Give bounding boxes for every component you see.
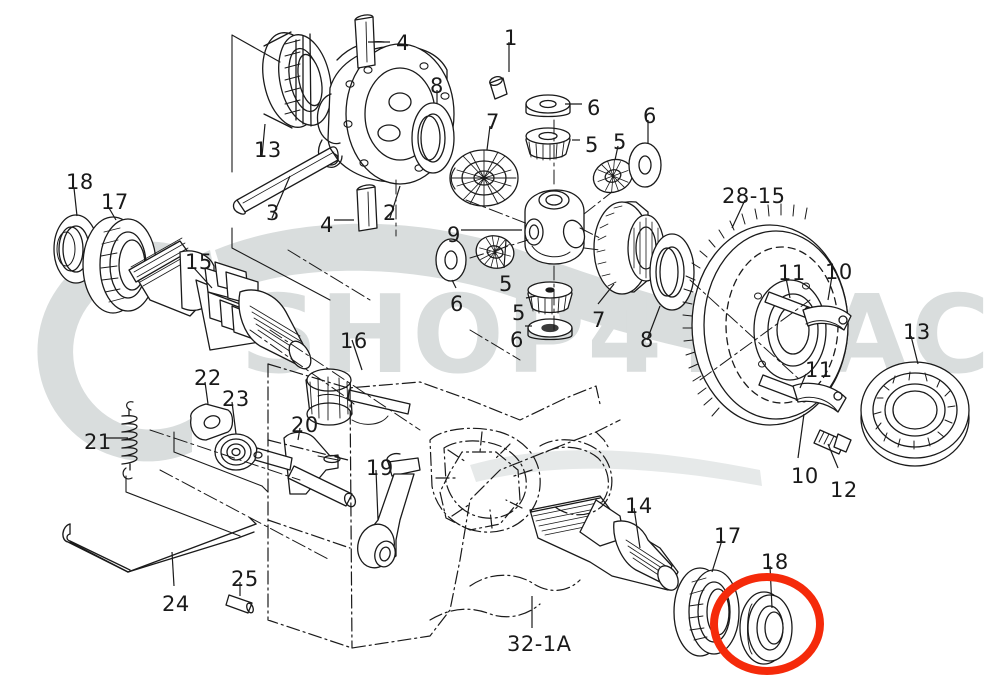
part-22-plate: [190, 403, 234, 441]
red-circle-highlight: [710, 573, 824, 675]
part-25-dowel-pin: [225, 594, 254, 614]
part-12-bolt: [813, 429, 852, 455]
callout-label-13: 13: [903, 320, 931, 344]
part-32-1a-transmission-case: [267, 363, 621, 649]
callout-label-32-1a: 32-1A: [507, 632, 572, 656]
part-3-shaft: [232, 146, 339, 215]
part-7-bevel-gear-upper: [449, 149, 519, 207]
callout-label-2: 2: [383, 201, 397, 225]
callout-label-5: 5: [499, 272, 513, 296]
callout-label-23: 23: [222, 387, 250, 411]
part-18-seal-right: [739, 591, 793, 665]
callout-label-19: 19: [366, 456, 394, 480]
part-5-pinion-right: [592, 158, 634, 194]
mechanical-linework: [53, 14, 970, 665]
callout-label-6: 6: [643, 104, 657, 128]
part-10-brake-shoe-lower: [792, 382, 847, 413]
callout-leader-lines: [73, 41, 919, 628]
callout-label-4: 4: [320, 213, 334, 237]
part-5-pinion-bottom: [527, 281, 573, 315]
part-6-washer-middle: [435, 238, 467, 282]
part-13-bearing-top: [262, 31, 332, 129]
callout-label-21: 21: [84, 430, 112, 454]
part-1-small-pin: [489, 75, 508, 100]
callout-label-10: 10: [825, 260, 853, 284]
part-24-handle-rod: [62, 517, 257, 573]
callout-label-16: 16: [340, 329, 368, 353]
callout-label-6: 6: [587, 96, 601, 120]
callout-label-9: 9: [447, 223, 461, 247]
callout-label-20: 20: [291, 413, 319, 437]
callout-label-17: 17: [101, 190, 129, 214]
callout-label-18: 18: [66, 170, 94, 194]
callout-label-7: 7: [592, 308, 606, 332]
callout-label-17: 17: [714, 524, 742, 548]
part-5-pinion-top: [525, 127, 571, 161]
part-9-differential-spider: [524, 189, 586, 265]
part-6-washer-top: [525, 94, 571, 118]
part-17-bearing-right: [673, 567, 740, 657]
callout-label-5: 5: [613, 130, 627, 154]
callout-label-28-15: 28-15: [722, 184, 786, 208]
callout-label-5: 5: [512, 301, 526, 325]
callout-label-5: 5: [585, 133, 599, 157]
callout-label-6: 6: [450, 292, 464, 316]
callout-label-15: 15: [185, 250, 213, 274]
part-13-bearing-right: [860, 361, 970, 467]
part-4-pin-lower: [356, 184, 378, 232]
part-8-ring-upper: [411, 102, 455, 174]
part-14-output-shaft: [529, 495, 679, 591]
callout-label-7: 7: [486, 110, 500, 134]
callout-label-8: 8: [640, 328, 654, 352]
part-6-washer-right: [628, 142, 662, 188]
callout-label-10: 10: [791, 464, 819, 488]
callout-label-11: 11: [805, 358, 833, 382]
callout-label-24: 24: [162, 592, 190, 616]
centre-lines: [149, 119, 811, 561]
part-8-shim-ring: [649, 233, 695, 311]
callout-label-4: 4: [396, 31, 410, 55]
callout-label-25: 25: [231, 567, 259, 591]
callout-label-12: 12: [830, 478, 858, 502]
callout-label-6: 6: [510, 328, 524, 352]
part-10-brake-shoe-upper: [802, 305, 852, 331]
part-20-shift-rod: [283, 431, 357, 508]
callout-label-3: 3: [266, 201, 280, 225]
part-21-spring: [121, 401, 138, 480]
callout-label-11: 11: [778, 261, 806, 285]
grouping-brackets: [125, 34, 331, 537]
callout-label-22: 22: [194, 366, 222, 390]
callout-label-1: 1: [504, 26, 518, 50]
callout-label-13: 13: [254, 138, 282, 162]
callout-label-14: 14: [625, 494, 653, 518]
part-4-pin-upper: [354, 14, 376, 69]
part-19-lever: [357, 452, 421, 569]
callout-label-18: 18: [761, 550, 789, 574]
callout-label-8: 8: [430, 74, 444, 98]
svg-text:SHOP4TRAC: SHOP4TRAC: [240, 273, 992, 398]
